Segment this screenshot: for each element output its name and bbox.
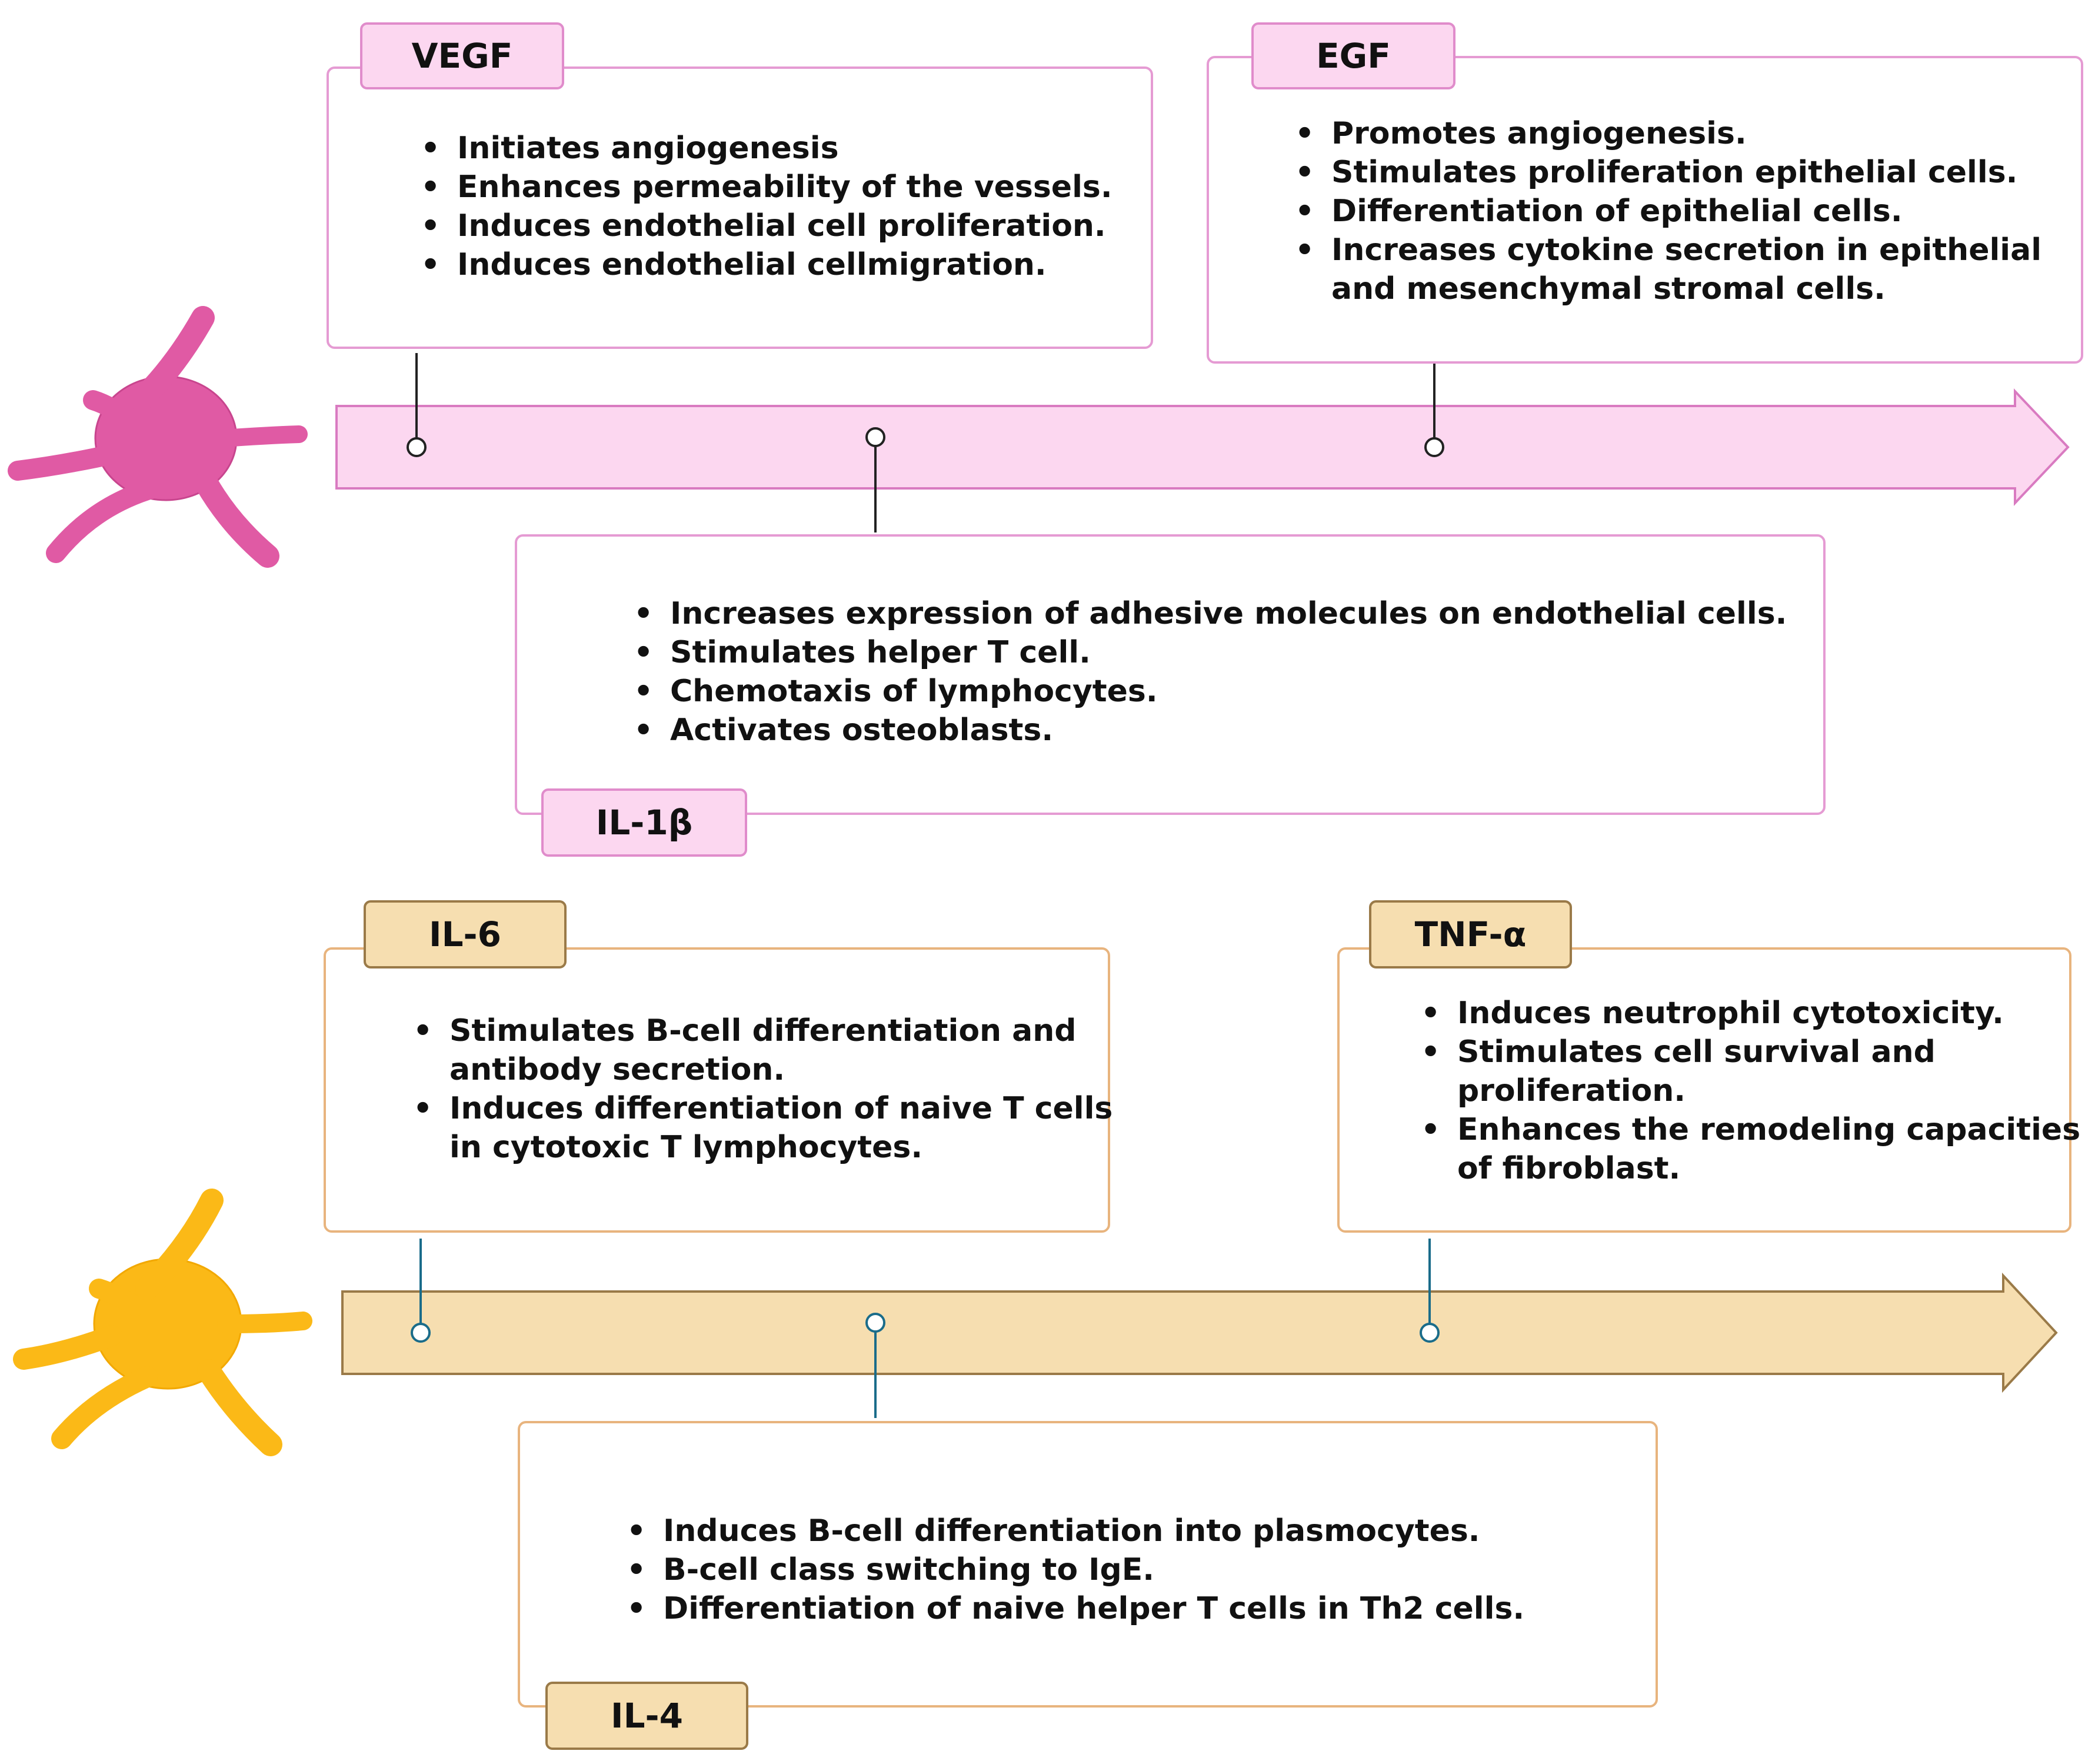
list-item: Stimulates helper T cell. <box>634 633 1835 672</box>
list-item: Differentiation of epithelial cells. <box>1295 192 2095 231</box>
egf-label: EGF <box>1251 22 1455 89</box>
il4-label: IL-4 <box>545 1682 748 1750</box>
il1b-box: Increases expression of adhesive molecul… <box>515 534 1826 815</box>
list-item: Induces B-cell differentiation into plas… <box>627 1512 1675 1550</box>
list-item: Induces endothelial cell proliferation. <box>421 207 1163 245</box>
list-item: Initiates angiogenesis <box>421 129 1163 168</box>
il1b-connector <box>865 427 885 532</box>
il6-label: IL-6 <box>364 900 567 968</box>
il4-connector <box>865 1313 885 1418</box>
tnfa-label: TNF-α <box>1369 900 1572 968</box>
list-item: Increases expression of adhesive molecul… <box>634 594 1835 633</box>
vegf-connector <box>407 353 427 457</box>
il6-connector <box>411 1239 431 1343</box>
list-item: Chemotaxis of lymphocytes. <box>634 672 1835 711</box>
il6-box: Stimulates B-cell differentiation and an… <box>324 947 1113 1233</box>
vegf-effects-list: Initiates angiogenesis Enhances permeabi… <box>417 129 1163 284</box>
il1b-label: IL-1β <box>541 788 747 857</box>
list-item: Induces neutrophil cytotoxicity. <box>1421 994 2093 1033</box>
egf-box: Promotes angiogenesis. Stimulates prolif… <box>1207 56 2083 364</box>
list-item: Differentiation of naive helper T cells … <box>627 1589 1675 1628</box>
tnfa-effects-list: Induces neutrophil cytotoxicity. Stimula… <box>1417 994 2093 1188</box>
list-item: Enhances the remodeling capacities of fi… <box>1421 1110 2093 1188</box>
il6-effects-list: Stimulates B-cell differentiation and an… <box>409 1011 1114 1167</box>
il4-box: Induces B-cell differentiation into plas… <box>518 1421 1658 1708</box>
list-item: Activates osteoblasts. <box>634 711 1835 750</box>
egf-effects-list: Promotes angiogenesis. Stimulates prolif… <box>1291 114 2095 308</box>
list-item: Induces endothelial cellmigration. <box>421 245 1163 284</box>
list-item: Enhances permeability of the vessels. <box>421 168 1163 207</box>
vegf-box: Initiates angiogenesis Enhances permeabi… <box>327 66 1153 349</box>
list-item: Induces differentiation of naive T cells… <box>413 1089 1114 1167</box>
list-item: Stimulates B-cell differentiation and an… <box>413 1011 1114 1089</box>
dendritic-cell-yellow-icon <box>13 1189 312 1456</box>
list-item: B-cell class switching to IgE. <box>627 1550 1675 1589</box>
list-item: Promotes angiogenesis. <box>1295 114 2095 153</box>
egf-connector <box>1424 353 1444 457</box>
tnfa-box: Induces neutrophil cytotoxicity. Stimula… <box>1337 947 2080 1233</box>
tan-timeline-arrow <box>341 1272 2058 1393</box>
tnfa-connector <box>1420 1239 1440 1343</box>
il1b-effects-list: Increases expression of adhesive molecul… <box>630 594 1835 750</box>
pink-timeline-arrow <box>335 388 2070 507</box>
dendritic-cell-pink-icon <box>8 306 308 568</box>
list-item: Stimulates proliferation epithelial cell… <box>1295 153 2095 192</box>
list-item: Stimulates cell survival and proliferati… <box>1421 1033 2093 1110</box>
list-item: Increases cytokine secretion in epitheli… <box>1295 231 2095 308</box>
vegf-label: VEGF <box>360 22 564 89</box>
il4-effects-list: Induces B-cell differentiation into plas… <box>623 1512 1675 1628</box>
